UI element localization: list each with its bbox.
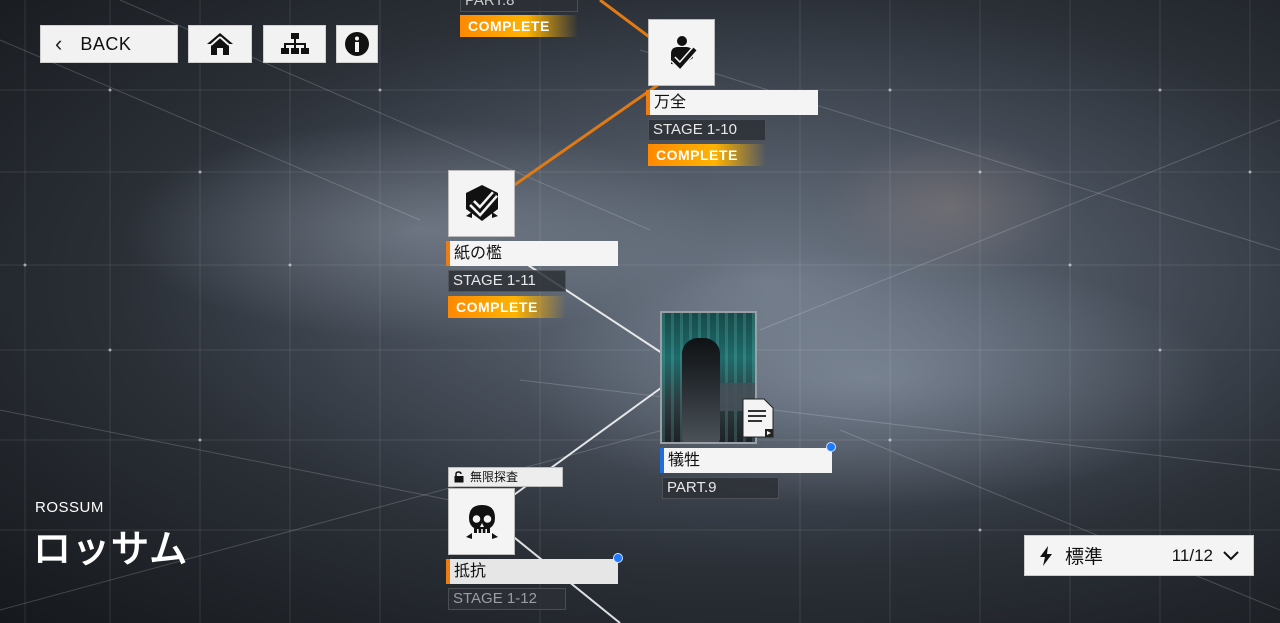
chapter-name-jp: ロッサム (33, 529, 189, 571)
stage-1-12-node[interactable] (448, 488, 515, 555)
stage-map-button[interactable] (263, 25, 326, 63)
stage-1-11-label: STAGE 1-11 (448, 270, 566, 292)
chapter-name-en: ROSSUM (35, 499, 104, 516)
skull-icon (465, 504, 498, 539)
difficulty-label: 標準 (1065, 547, 1104, 568)
person-check-icon (670, 35, 698, 71)
home-icon (207, 33, 233, 55)
part-9-title: 犠牲 (660, 448, 832, 473)
part-9-label: PART.9 (662, 477, 779, 499)
stage-1-11-title: 紙の檻 (446, 241, 618, 266)
stage-1-11-node[interactable] (448, 170, 515, 237)
new-indicator (613, 553, 623, 563)
new-indicator (826, 442, 836, 452)
info-button[interactable] (336, 25, 378, 63)
home-button[interactable] (188, 25, 252, 63)
stage-1-10-title: 万全 (646, 90, 818, 115)
stage-1-10-node[interactable] (648, 19, 715, 86)
difficulty-progress: 11/12 (1171, 545, 1213, 565)
lightning-icon (1040, 545, 1052, 566)
character-illustration (682, 338, 720, 442)
prev-stage-label: PART.8 (460, 0, 578, 12)
chevron-down-icon (1223, 550, 1239, 560)
unlock-icon (454, 471, 464, 483)
difficulty-selector[interactable]: 標準 11/12 (1024, 535, 1254, 576)
story-document-icon (742, 398, 774, 438)
stage-1-10-complete-badge: COMPLETE (648, 144, 766, 166)
stage-1-12-title: 抵抗 (446, 559, 618, 584)
emblem-check-icon (465, 184, 498, 221)
back-button[interactable]: ‹ BACK (40, 25, 178, 63)
stage-1-11-complete-badge: COMPLETE (448, 296, 566, 318)
chevron-left-icon: ‹ (55, 31, 63, 56)
infinite-explore-tag: 無限探査 (448, 467, 563, 487)
prev-complete-badge: COMPLETE (460, 15, 578, 37)
info-icon (345, 32, 369, 56)
hierarchy-icon (280, 33, 309, 54)
stage-1-12-label: STAGE 1-12 (448, 588, 566, 610)
part-9-story-card[interactable] (660, 311, 757, 444)
infinite-explore-label: 無限探査 (470, 470, 519, 484)
back-label: BACK (80, 33, 132, 54)
stage-1-10-label: STAGE 1-10 (648, 119, 766, 141)
